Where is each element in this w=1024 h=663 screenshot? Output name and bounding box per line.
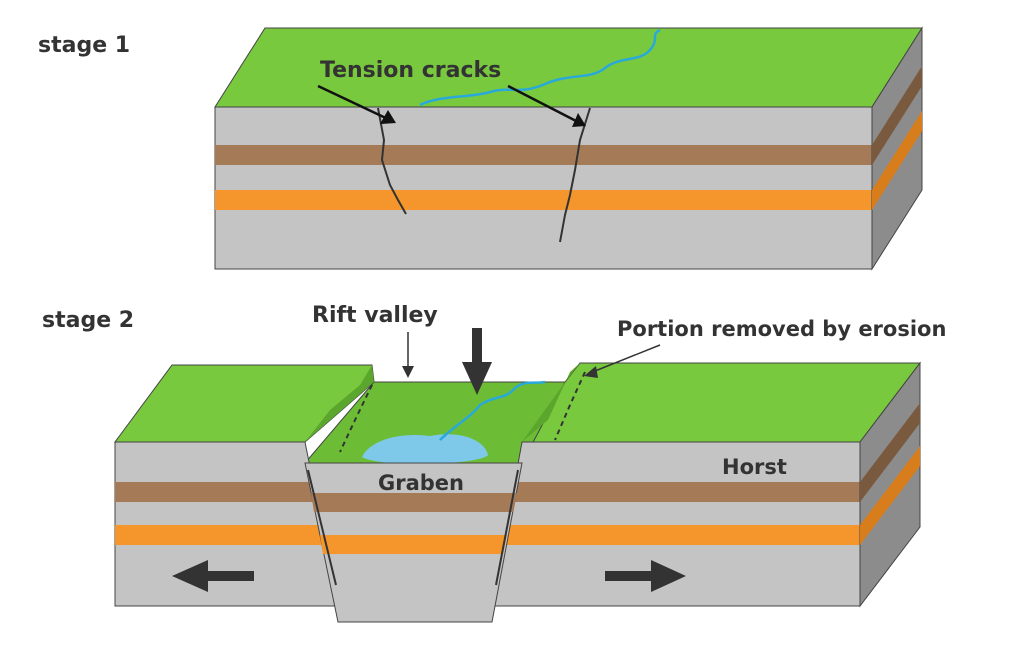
portion-removed-label: Portion removed by erosion	[617, 317, 946, 341]
erosion-slope-right	[522, 363, 580, 442]
right-horst-surface	[521, 362, 922, 443]
erosion-pointer	[589, 344, 661, 374]
graben-lake	[362, 434, 488, 464]
subsidence-arrow	[462, 328, 492, 395]
tension-arrow-left	[317, 84, 393, 123]
stage1-river	[419, 28, 661, 107]
rift-valley-pointer-head	[402, 366, 414, 378]
stage2-label: stage 2	[42, 308, 134, 333]
horst-label: Horst	[722, 455, 787, 479]
graben-label: Graben	[378, 471, 464, 495]
fault-right	[495, 469, 519, 586]
left-horst-front	[114, 441, 339, 607]
extension-arrow-left	[172, 560, 254, 592]
erosion-slope-left	[305, 365, 374, 442]
stage1-side-orange	[872, 111, 922, 210]
tension-arrowhead-right	[572, 113, 586, 127]
stage1-orange-layer	[215, 190, 872, 210]
right-orange-layer	[502, 525, 860, 545]
fault-left	[307, 469, 337, 586]
right-brown-layer	[511, 482, 860, 502]
graben-river	[439, 380, 546, 441]
erosion-dashes-right	[554, 371, 586, 441]
extension-arrow-right	[605, 560, 686, 592]
stage2-block	[114, 328, 922, 623]
stage1-block	[214, 26, 923, 271]
stage1-label: stage 1	[38, 33, 130, 58]
left-brown-layer	[115, 482, 317, 502]
stage1-front	[214, 106, 873, 270]
side-brown-layer	[860, 403, 920, 502]
tension-cracks-label: Tension cracks	[320, 58, 501, 83]
stage1-crack-left	[377, 107, 407, 215]
side-orange-layer	[860, 446, 920, 545]
stage1-crack-right	[559, 107, 591, 243]
right-horst-front	[491, 441, 861, 607]
stage1-side-brown	[872, 66, 922, 165]
erosion-pointer-head	[584, 366, 598, 378]
rift-valley-label: Rift valley	[312, 303, 438, 328]
tension-arrowhead-left	[380, 110, 396, 124]
graben-brown-layer	[311, 493, 517, 512]
graben-orange-layer	[320, 535, 507, 554]
erosion-dashes-left	[339, 384, 373, 453]
stage1-brown-layer	[215, 145, 872, 165]
left-orange-layer	[115, 525, 326, 545]
tension-arrow-right	[507, 84, 581, 125]
